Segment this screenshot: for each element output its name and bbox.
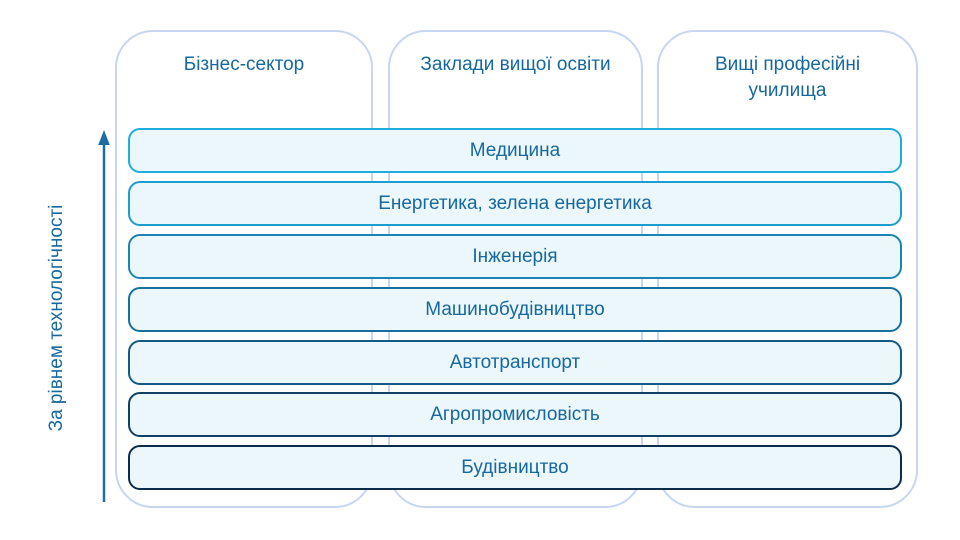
column-label: Заклади вищої освіти <box>420 54 611 75</box>
bar-machine-building: Машинобудівництво <box>128 287 902 332</box>
axis-up-arrow-icon <box>98 130 110 502</box>
bar-agro-industry: Агропромисловість <box>128 392 902 437</box>
bar-energy: Енергетика, зелена енергетика <box>128 181 902 226</box>
axis-label: За рівнем технологічності <box>46 204 67 432</box>
column-label: Бізнес-сектор <box>183 54 305 75</box>
bar-medicine: Медицина <box>128 128 902 173</box>
column-label: Вищі професійні училища <box>714 54 861 101</box>
bar-construction: Будівництво <box>128 445 902 490</box>
bar-auto-transport: Автотранспорт <box>128 340 902 385</box>
bar-engineering: Інженерія <box>128 234 902 279</box>
